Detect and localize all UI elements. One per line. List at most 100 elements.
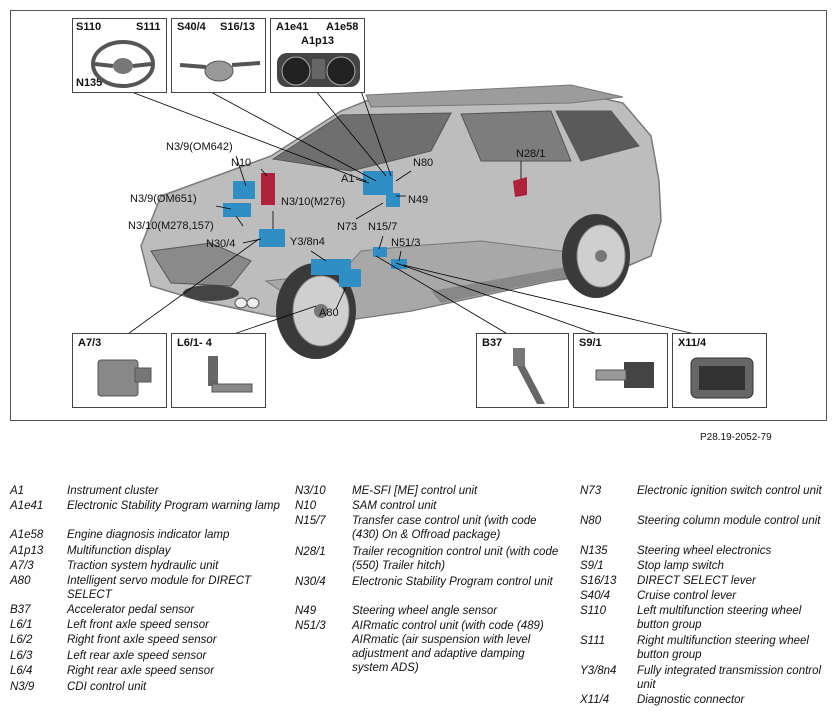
legend-description: AIRmatic control unit (with code (489) A… xyxy=(352,620,544,674)
inset-s9-1: S9/1 xyxy=(573,333,668,408)
legend-description: Instrument cluster xyxy=(67,485,159,497)
legend-code: A1e58 xyxy=(10,529,44,541)
inset-label-b37: B37 xyxy=(482,337,503,349)
inset-label-l6: L6/1- 4 xyxy=(177,337,212,349)
legend-code: N15/7 xyxy=(295,515,326,527)
callout-n15-7: N15/7 xyxy=(368,221,398,233)
n15-7-marker xyxy=(373,247,387,257)
legend-code: S16/13 xyxy=(580,575,617,587)
inset-label-a1p13: A1p13 xyxy=(301,35,335,47)
stop-lamp-switch-icon xyxy=(595,362,654,388)
legend-description: Left front axle speed sensor xyxy=(67,619,209,631)
figure-reference: P28.19-2052-79 xyxy=(700,432,772,443)
suv-body xyxy=(140,84,662,322)
callout-n51-3: N51/3 xyxy=(391,237,421,249)
inset-label-s40-4: S40/4 xyxy=(177,21,206,33)
legend-description: Transfer case control unit (with code (4… xyxy=(352,515,537,541)
legend-code: S9/1 xyxy=(580,560,604,572)
n28-1-marker xyxy=(513,177,527,197)
legend-code: L6/1 xyxy=(10,619,33,631)
legend-description: ME-SFI [ME] control unit xyxy=(352,485,478,497)
legend-code: N80 xyxy=(580,515,602,527)
n73-marker xyxy=(386,193,400,207)
legend-description: Trailer recognition control unit (with c… xyxy=(352,546,559,572)
legend-description: Intelligent servo module for DIRECT SELE… xyxy=(67,575,252,601)
rear-wheel xyxy=(562,214,630,298)
legend-description: Fully integrated transmission control un… xyxy=(637,665,822,691)
legend-description: Right rear axle speed sensor xyxy=(67,665,215,677)
legend-code: A7/3 xyxy=(10,560,34,572)
legend-description: Cruise control lever xyxy=(637,590,737,602)
vehicle-illustration xyxy=(120,84,717,359)
inset-label-s110: S110 xyxy=(76,21,102,33)
callout-a1: A1 xyxy=(341,173,355,185)
legend-code: N73 xyxy=(580,485,602,497)
callout-n28-1: N28/1 xyxy=(516,148,546,160)
inset-instrument-cluster: A1e41 A1e58 A1p13 xyxy=(270,18,365,93)
callout-n30-4: N30/4 xyxy=(206,238,236,250)
legend-description: Right front axle speed sensor xyxy=(67,634,217,646)
legend-description: Steering wheel angle sensor xyxy=(352,605,498,617)
callout-a80: A80 xyxy=(319,307,339,319)
axle-speed-sensor-icon xyxy=(208,356,253,393)
legend-code: N30/4 xyxy=(295,576,326,588)
legend-code: S40/4 xyxy=(580,590,611,602)
legend-description: Left multifunction steering wheel button… xyxy=(637,605,802,631)
legend-code: L6/4 xyxy=(10,665,33,677)
legend-description: Left rear axle speed sensor xyxy=(67,650,207,662)
legend-code: L6/3 xyxy=(10,650,33,662)
a1-marker xyxy=(363,171,393,195)
inset-label-a7-3: A7/3 xyxy=(78,337,102,349)
legend-code: A1p13 xyxy=(10,545,44,557)
inset-label-s9-1: S9/1 xyxy=(579,337,602,349)
legend-description: Stop lamp switch xyxy=(637,560,724,572)
legend-description: Multifunction display xyxy=(67,545,171,557)
legend-code: A1 xyxy=(10,485,25,497)
callout-n10: N10 xyxy=(231,157,252,169)
inset-label-a1e41: A1e41 xyxy=(276,21,309,33)
legend-code: N3/9 xyxy=(10,681,35,693)
callout-y3-8n4: Y3/8n4 xyxy=(290,236,325,248)
legend-description: Electronic ignition switch control unit xyxy=(637,485,822,497)
callout-n3-10-m278: N3/10(M278,157) xyxy=(128,220,214,232)
legend-code: N3/10 xyxy=(295,485,326,497)
legend-code: Y3/8n4 xyxy=(580,665,617,677)
callout-n3-9-om642: N3/9(OM642) xyxy=(166,141,233,153)
legend-code: S110 xyxy=(580,605,607,617)
n30-4-marker xyxy=(259,229,285,247)
legend-code: A1e41 xyxy=(10,500,44,512)
callout-n3-10-m276: N3/10(M276) xyxy=(281,196,346,208)
accelerator-pedal-icon xyxy=(513,348,545,404)
steering-wheel-icon xyxy=(91,40,155,88)
n3-9-om642-marker xyxy=(233,181,255,199)
legend-code: N10 xyxy=(295,500,317,512)
legend-description: Steering wheel electronics xyxy=(637,545,772,557)
legend-code: N49 xyxy=(295,605,317,617)
callout-n80: N80 xyxy=(413,157,434,169)
legend-code: N28/1 xyxy=(295,546,326,558)
hydraulic-unit-icon xyxy=(97,359,152,397)
legend-description: CDI control unit xyxy=(67,681,147,693)
legend-description: Electronic Stability Program warning lam… xyxy=(67,500,280,512)
steering-column-levers-icon xyxy=(179,60,261,82)
inset-levers: S40/4 S16/13 xyxy=(171,18,266,93)
legend-description: Accelerator pedal sensor xyxy=(67,604,195,616)
legend-description: DIRECT SELECT lever xyxy=(637,575,756,587)
legend-description: Engine diagnosis indicator lamp xyxy=(67,529,230,541)
legend-description: Electronic Stability Program control uni… xyxy=(352,576,553,588)
inset-label-n135: N135 xyxy=(76,77,103,89)
callout-n3-9-om651: N3/9(OM651) xyxy=(130,193,197,205)
inset-label-s111: S111 xyxy=(136,21,161,33)
n3-9-om651-marker xyxy=(223,203,251,217)
inset-x11-4: X11/4 xyxy=(672,333,767,408)
inset-b37: B37 xyxy=(476,333,569,408)
inset-label-s16-13: S16/13 xyxy=(220,21,255,33)
inset-label-x11-4: X11/4 xyxy=(678,337,707,349)
inset-label-a1e58: A1e58 xyxy=(326,21,359,33)
legend-code: B37 xyxy=(10,604,31,616)
legend-code: L6/2 xyxy=(10,634,33,646)
leader-lines xyxy=(120,90,717,340)
n10-marker xyxy=(261,173,275,205)
a80-marker xyxy=(339,269,361,287)
inset-l6: L6/1- 4 xyxy=(171,333,266,408)
